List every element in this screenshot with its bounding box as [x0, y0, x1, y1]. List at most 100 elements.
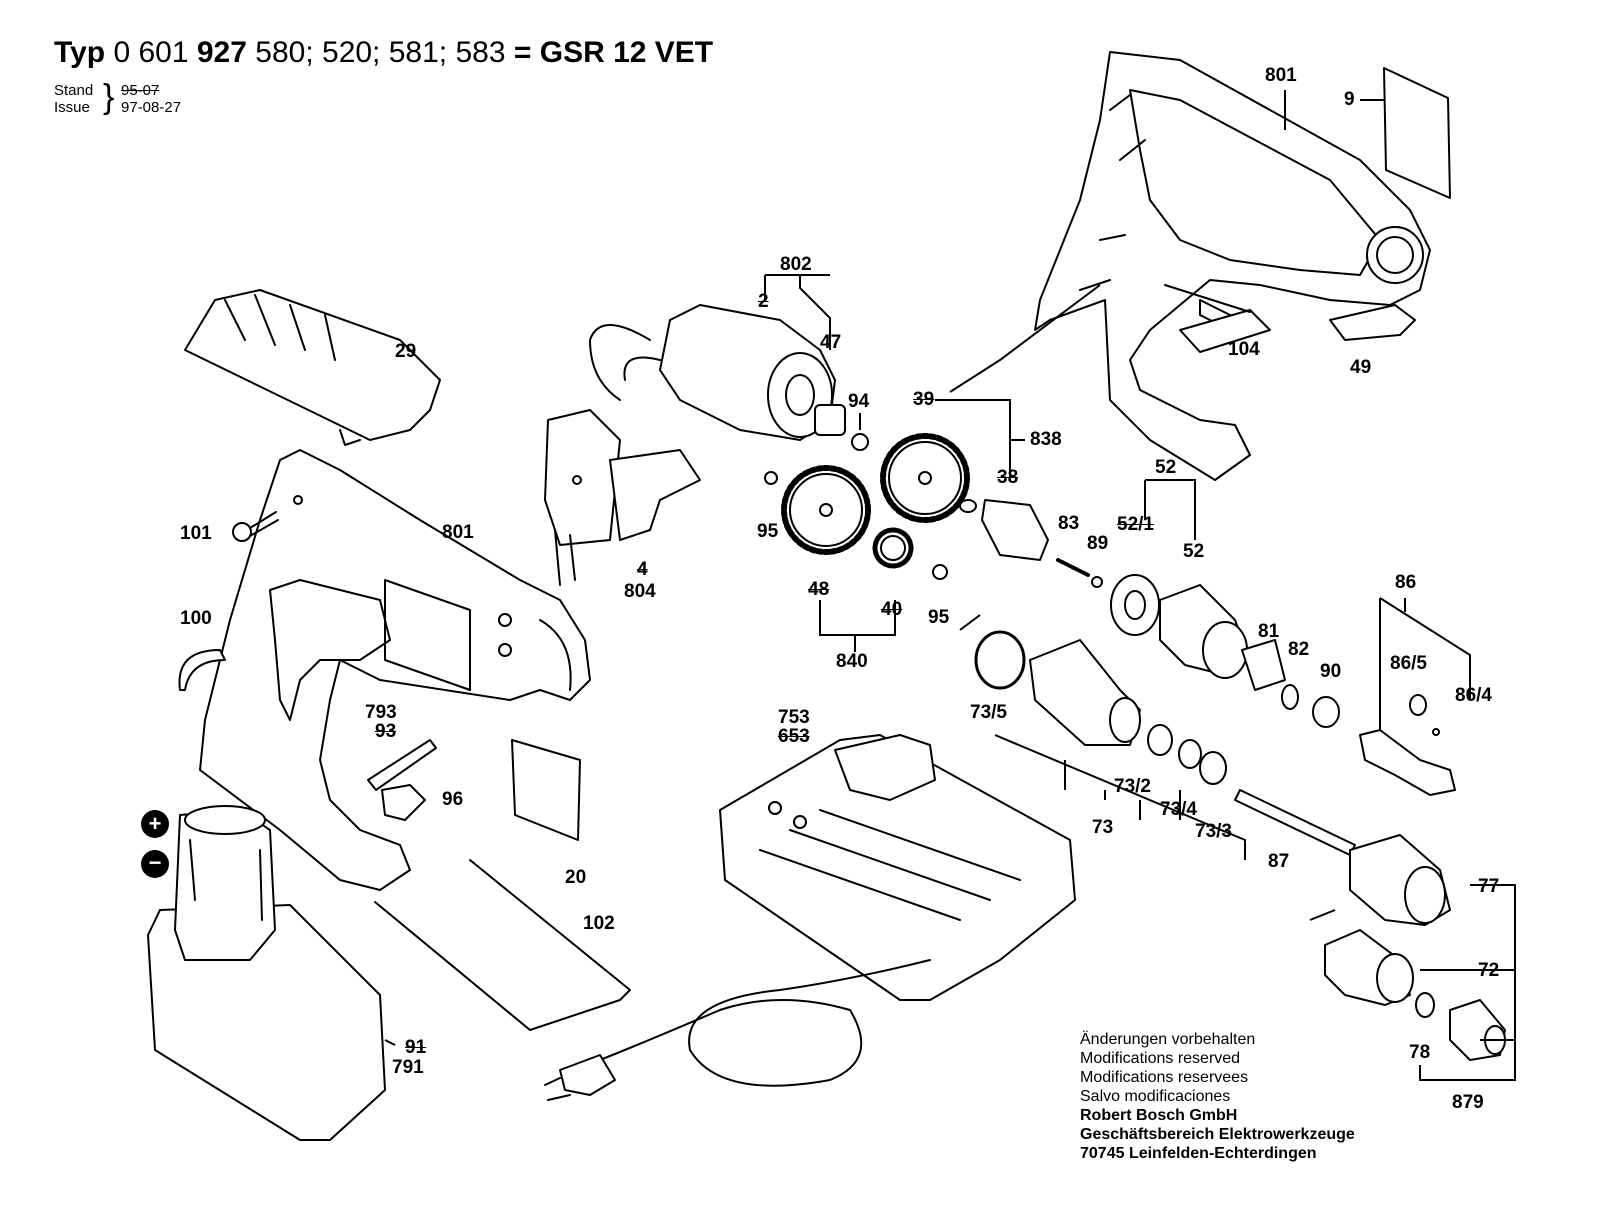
part-label-793: 793	[365, 702, 397, 723]
clip-49	[1329, 304, 1416, 341]
part-label-73: 73	[1092, 817, 1114, 838]
part-label-72: 72	[1478, 960, 1500, 981]
part-label-802: 802	[780, 254, 812, 275]
part-label-29: 29	[395, 341, 417, 362]
part-label-73-2: 73/2	[1114, 776, 1151, 797]
plus-terminal-icon: +	[141, 810, 169, 838]
part-label-86-5: 86/5	[1390, 653, 1427, 674]
part-label-87: 87	[1268, 851, 1290, 872]
plug	[544, 1054, 616, 1101]
part-label-90: 90	[1320, 661, 1342, 682]
part-label-2: 2	[758, 291, 769, 312]
label-20	[511, 739, 581, 841]
part-label-82: 82	[1288, 639, 1310, 660]
part-label-94: 94	[848, 391, 870, 412]
housing-half-rear	[1034, 51, 1431, 481]
part-label-753: 753	[778, 707, 810, 728]
label-plate-9	[1383, 67, 1451, 199]
issue-value: 97-08-27	[121, 99, 182, 116]
part-label-48: 48	[808, 579, 830, 600]
company-division: Geschäftsbereich Elektrowerkzeuge	[1080, 1126, 1355, 1143]
clutch-ring-81	[1241, 639, 1286, 691]
clip-96	[381, 784, 426, 821]
wire-102	[374, 859, 631, 1031]
part-label-52-b: 52	[1183, 541, 1205, 562]
company-address: 70745 Leinfelden-Echterdingen	[1080, 1145, 1317, 1162]
part-label-804: 804	[624, 581, 656, 602]
ring-73-4	[1178, 739, 1202, 769]
part-label-83: 83	[1058, 513, 1080, 534]
ring-73-2	[1147, 724, 1173, 756]
meta-brace: }	[103, 78, 115, 116]
part-label-86: 86	[1395, 572, 1417, 593]
issue-label: Issue	[54, 99, 90, 116]
battery-791	[147, 805, 386, 1141]
part-label-73-3: 73/3	[1195, 821, 1232, 842]
part-label-95-a: 95	[757, 521, 779, 542]
bearing-52-1	[1110, 574, 1160, 636]
chuck-77	[1349, 834, 1451, 926]
part-label-77: 77	[1478, 876, 1500, 897]
part-label-879: 879	[1452, 1092, 1484, 1113]
part-label-101: 101	[180, 523, 212, 544]
ball-95-a	[764, 471, 778, 485]
part-label-89: 89	[1087, 533, 1109, 554]
note-line: Modifications reservees	[1080, 1069, 1249, 1086]
motor-802	[589, 304, 846, 441]
o-ring-73-5	[974, 630, 1026, 690]
title-prefix: Typ	[54, 36, 106, 69]
ball-95-b	[932, 564, 948, 580]
part-label-801-b: 801	[442, 522, 474, 543]
part-label-91: 91	[405, 1037, 427, 1058]
switch-board-104	[1179, 309, 1271, 353]
part-label-81: 81	[1258, 621, 1280, 642]
part-label-86-4: 86/4	[1455, 685, 1492, 706]
title-model: GSR 12 VET	[539, 36, 714, 69]
washer-78	[1415, 992, 1435, 1018]
part-label-791: 791	[392, 1057, 424, 1078]
title-number-start: 0 601	[113, 36, 189, 69]
charger-753	[719, 734, 1076, 1001]
part-label-47: 47	[820, 332, 842, 353]
page-title: Typ 0 601 927 580; 520; 581; 583 = GSR 1…	[54, 36, 713, 70]
part-label-801: 801	[1265, 65, 1297, 86]
gear-housing-52	[1159, 584, 1251, 679]
screw-101	[232, 511, 279, 542]
part-label-40: 40	[881, 599, 903, 620]
housing-half-front	[199, 449, 591, 891]
part-label-78: 78	[1409, 1042, 1431, 1063]
clip-100	[178, 649, 226, 691]
spring-83	[1056, 558, 1090, 577]
washer-90	[1312, 696, 1340, 728]
minus-terminal-icon: −	[141, 850, 169, 878]
cover-29	[184, 289, 441, 446]
bit-holder-87	[1234, 789, 1356, 856]
title-number-bold: 927	[196, 36, 247, 69]
bushing-94	[851, 433, 869, 451]
part-label-102: 102	[583, 913, 615, 934]
gear-39	[880, 433, 970, 523]
title-variants: 580; 520; 581; 583	[255, 36, 506, 69]
sleeve-72	[1324, 929, 1414, 1006]
note-line: Modifications reserved	[1080, 1050, 1241, 1067]
part-label-96: 96	[442, 789, 464, 810]
ball-89	[1091, 576, 1103, 588]
part-label-100: 100	[180, 608, 212, 629]
nut-879	[1449, 999, 1506, 1061]
part-label-39: 39	[913, 389, 935, 410]
pin-793	[367, 739, 437, 791]
retaining-ring-82	[1281, 684, 1299, 710]
switch-804	[544, 409, 701, 586]
gear-40	[872, 527, 914, 569]
part-label-9: 9	[1344, 89, 1355, 110]
stand-label: Stand	[54, 82, 94, 99]
title-equals: =	[513, 36, 532, 69]
part-label-73-5: 73/5	[970, 702, 1007, 723]
spindle-38	[959, 499, 1049, 561]
part-label-840: 840	[836, 651, 868, 672]
ring-73-3	[1199, 751, 1227, 785]
company-name: Robert Bosch GmbH	[1080, 1107, 1238, 1124]
note-line: Änderungen vorbehalten	[1080, 1031, 1256, 1048]
part-label-4: 4	[637, 559, 648, 580]
